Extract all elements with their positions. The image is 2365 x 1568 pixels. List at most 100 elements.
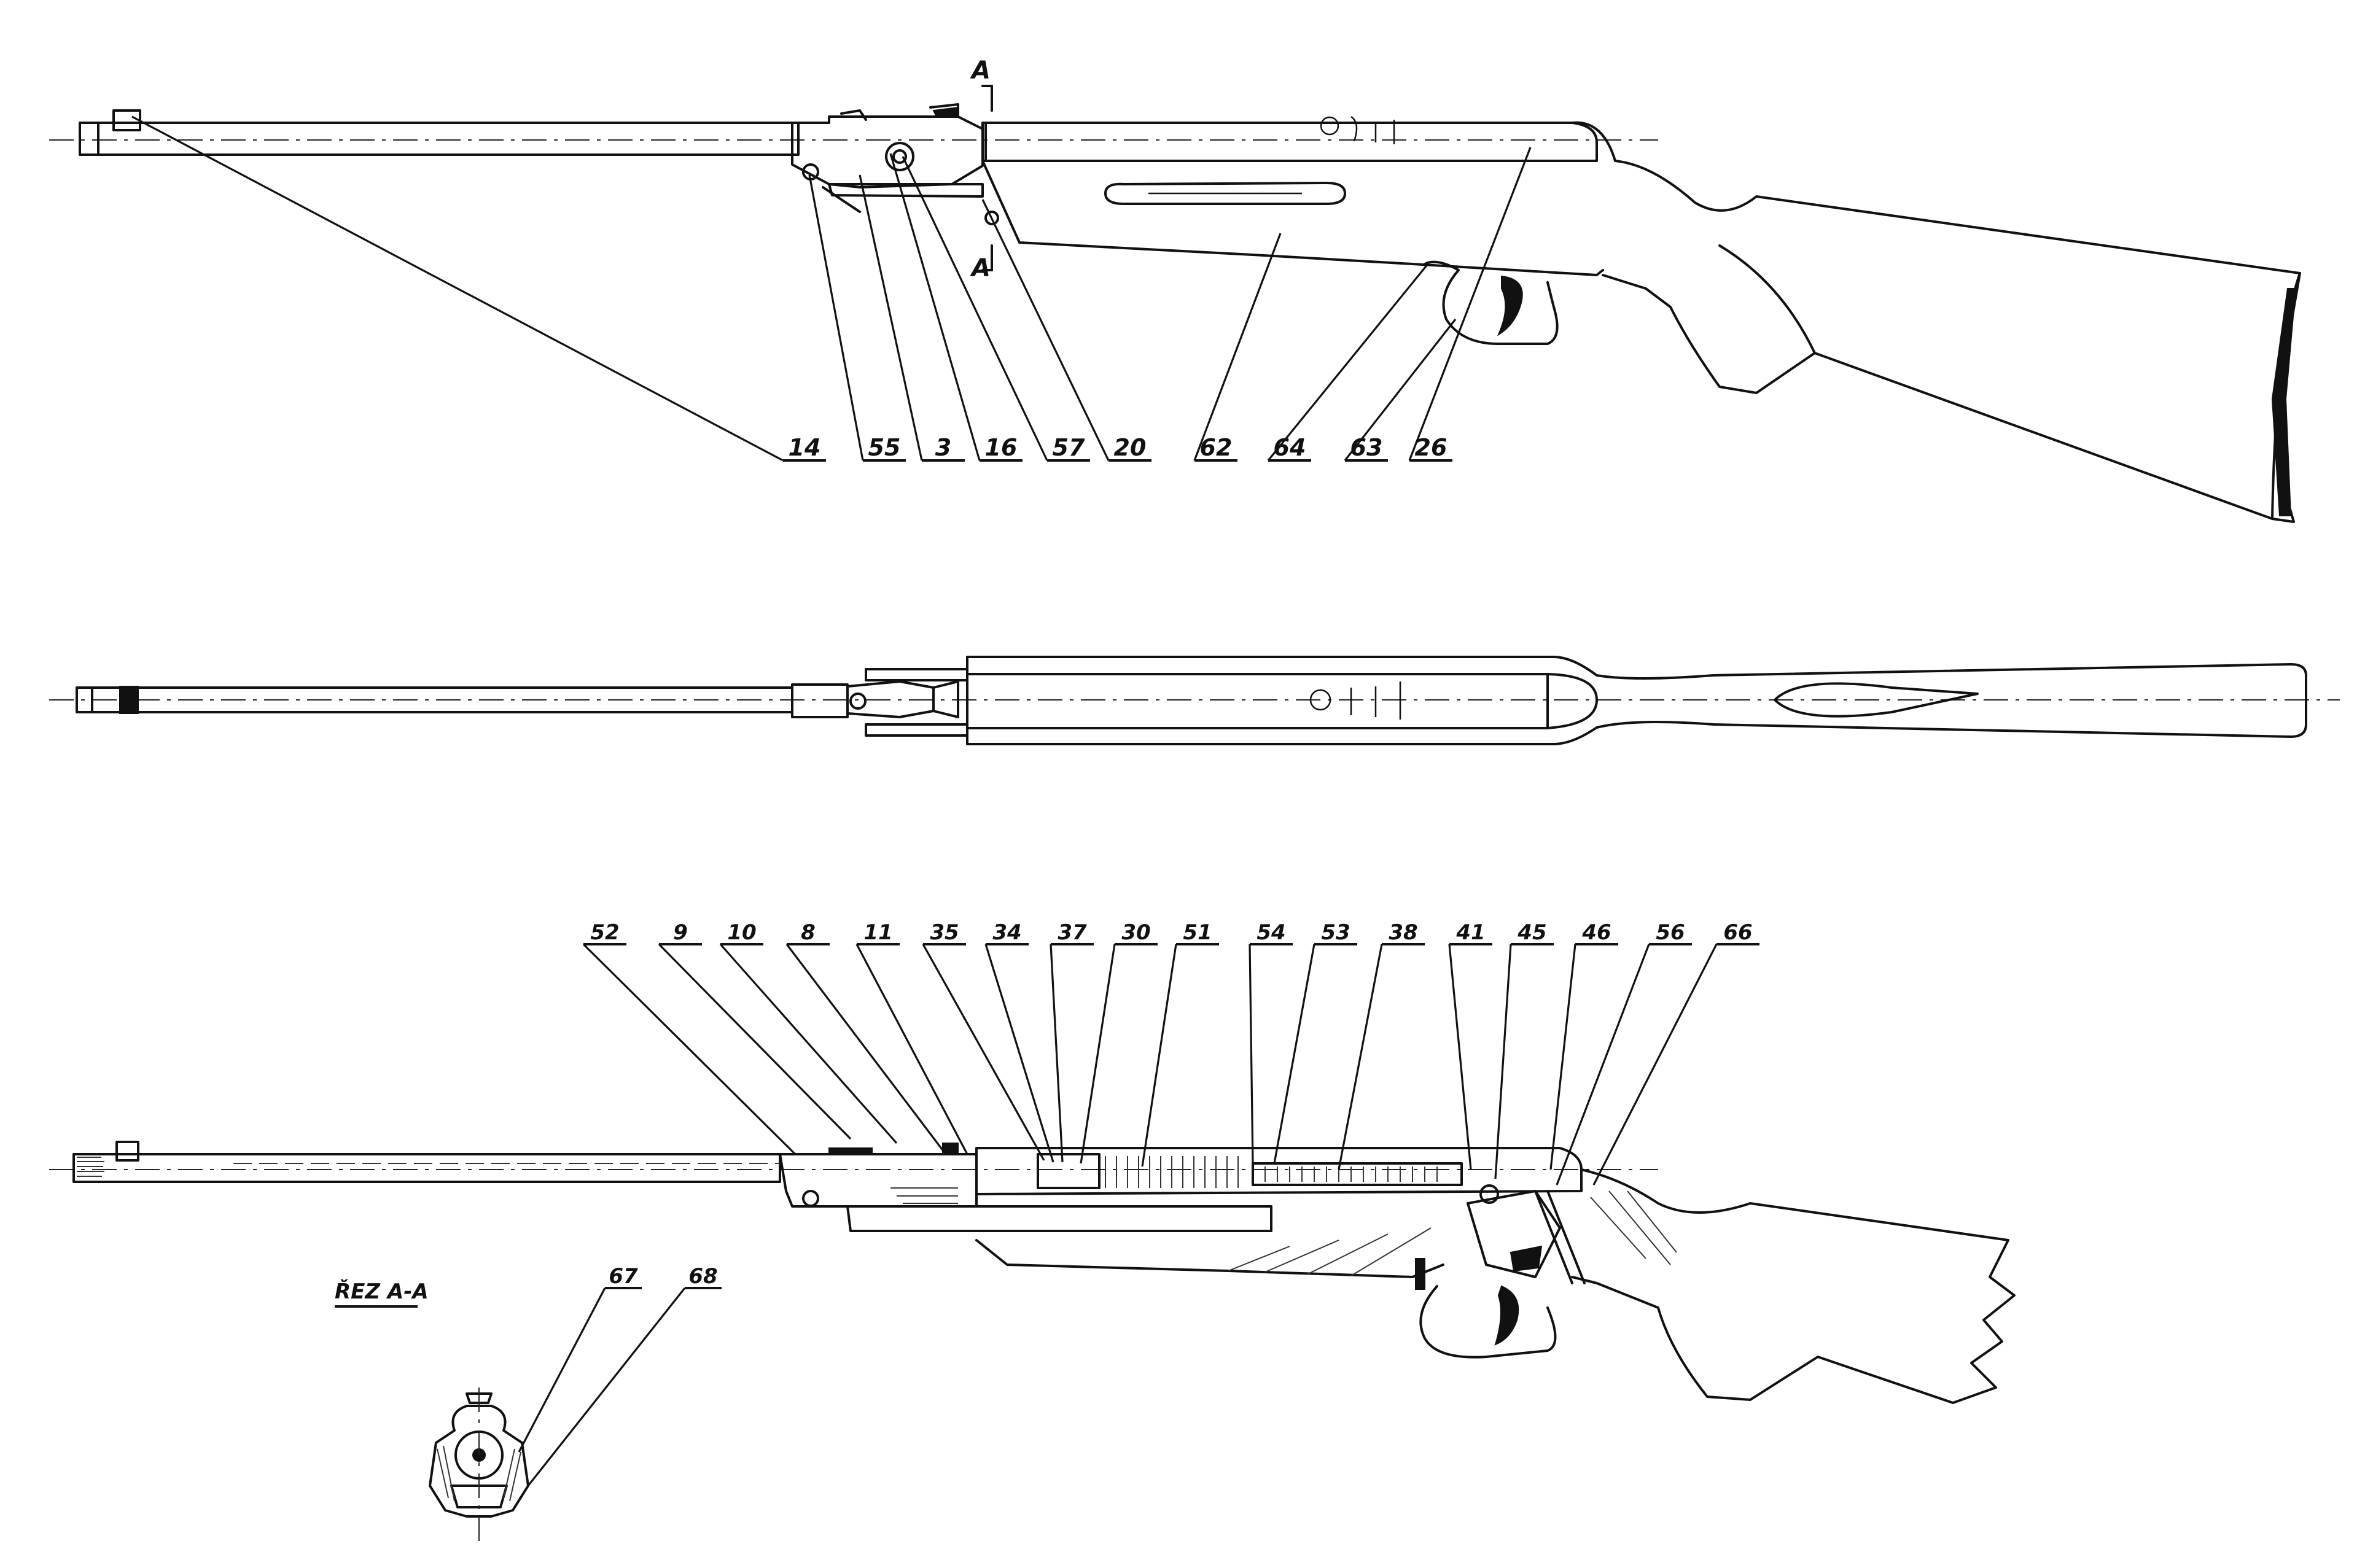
callout-45: 45: [1517, 920, 1546, 945]
callout-leader-30: [1080, 944, 1116, 1164]
detail-cross-section: [429, 1388, 529, 1541]
side-trigger: [1497, 275, 1523, 336]
callout-8: 8: [801, 920, 816, 945]
section-marker-top: A: [970, 56, 991, 85]
callout-51: 51: [1183, 920, 1212, 945]
callout-11: 11: [863, 920, 892, 945]
callout-leader-63: [1344, 319, 1457, 461]
callout-leader-53: [1273, 944, 1315, 1164]
callout-leader-54: [1249, 944, 1254, 1164]
callout-10: 10: [727, 920, 756, 945]
callout-leader-35: [922, 944, 1045, 1161]
callout-14: 14: [789, 434, 821, 461]
callout-leader-56: [1556, 944, 1650, 1186]
section-cocking-lever: [846, 1205, 1272, 1232]
section-front-sight: [115, 1141, 139, 1162]
callout-3: 3: [935, 434, 951, 461]
callout-20: 20: [1114, 434, 1147, 461]
callout-9: 9: [673, 920, 688, 945]
callout-leader-20: [981, 199, 1110, 461]
side-stock-forend: [981, 160, 1604, 276]
section-trigger-guard: [1419, 1285, 1557, 1359]
callout-67: 67: [609, 1264, 638, 1289]
section-piston: [1037, 1153, 1101, 1189]
section-stock: [1571, 1168, 2016, 1404]
callout-16: 16: [985, 434, 1018, 461]
callout-leader-38: [1338, 944, 1383, 1170]
section-view: 52 9 10 8 11 35 34 37 30 51 54 53 38 41 45 46 56 66: [49, 920, 2016, 1404]
section-detail: ŘEZ A-A 67 68: [335, 1264, 722, 1541]
side-butt-plate: [2271, 288, 2297, 516]
callout-leader-46: [1549, 944, 1576, 1170]
callout-leader-57: [902, 156, 1048, 461]
callout-57: 57: [1053, 434, 1085, 461]
top-stock-outline: [966, 656, 2307, 745]
callout-66: 66: [1723, 920, 1752, 945]
section-marker-bottom: A: [970, 254, 991, 282]
callout-leader-55: [808, 174, 864, 461]
callout-leader-10: [719, 943, 898, 1144]
callout-leader-41: [1448, 944, 1472, 1170]
callout-leader-45: [1494, 944, 1512, 1179]
callout-leader-68: [527, 1287, 686, 1486]
top-breech-block: [846, 680, 935, 718]
callout-55: 55: [868, 434, 901, 461]
top-front-sight: [119, 686, 139, 714]
callout-56: 56: [1656, 920, 1685, 945]
section-barrel: [72, 1153, 781, 1183]
section-title: ŘEZ A-A: [335, 1279, 429, 1304]
top-compression-tube: [966, 673, 1549, 729]
top-view: [49, 656, 2340, 745]
callout-37: 37: [1058, 920, 1087, 945]
callout-54: 54: [1257, 920, 1285, 945]
callout-68: 68: [688, 1264, 717, 1289]
callout-leader-52: [582, 943, 797, 1155]
section-spring-guide: [1252, 1162, 1463, 1186]
side-trigger-guard: [1424, 260, 1559, 345]
callout-35: 35: [930, 920, 959, 945]
callout-26: 26: [1415, 434, 1447, 461]
callout-41: 41: [1455, 920, 1485, 945]
callout-34: 34: [992, 920, 1021, 945]
side-stock-butt: [1571, 121, 2301, 523]
detail-callouts: 67 68: [518, 1264, 722, 1486]
section-compression-tube: [975, 1147, 1583, 1195]
callout-leader-9: [658, 943, 852, 1140]
callout-leader-14: [131, 115, 784, 462]
side-front-sight: [112, 109, 141, 131]
section-view-callouts: 52 9 10 8 11 35 34 37 30 51 54 53 38 41 45 46 56 66: [582, 920, 1759, 1186]
callout-30: 30: [1121, 920, 1150, 945]
callout-leader-66: [1592, 944, 1718, 1186]
section-trigger-housing: [1467, 1190, 1561, 1278]
side-forend-slot: [1104, 182, 1346, 205]
callout-leader-3: [859, 174, 923, 461]
callout-leader-11: [855, 944, 968, 1155]
callout-leader-51: [1141, 944, 1177, 1167]
side-compression-tube: [981, 122, 1598, 162]
callout-38: 38: [1389, 920, 1417, 945]
callout-leader-34: [984, 944, 1054, 1163]
top-stock-groove: [1774, 682, 1979, 718]
side-barrel: [79, 122, 800, 156]
callout-leader-37: [1050, 944, 1064, 1163]
callout-leader-8: [785, 944, 947, 1155]
callout-62: 62: [1200, 434, 1233, 461]
callout-leader-67: [518, 1287, 606, 1453]
section-breech: [779, 1153, 978, 1208]
side-pivot-bolt: [885, 142, 914, 171]
callout-leader-64: [1267, 263, 1429, 462]
callout-52: 52: [590, 920, 619, 945]
detail-receiver-outline: [429, 1405, 529, 1518]
section-trigger: [1494, 1285, 1519, 1346]
section-forend: [975, 1239, 1444, 1278]
callout-leader-62: [1193, 233, 1282, 461]
callout-leader-26: [1408, 147, 1532, 461]
section-mainspring: [1105, 1156, 1239, 1188]
callout-leader-16: [889, 153, 981, 461]
callout-46: 46: [1581, 920, 1611, 945]
callout-53: 53: [1321, 920, 1350, 945]
